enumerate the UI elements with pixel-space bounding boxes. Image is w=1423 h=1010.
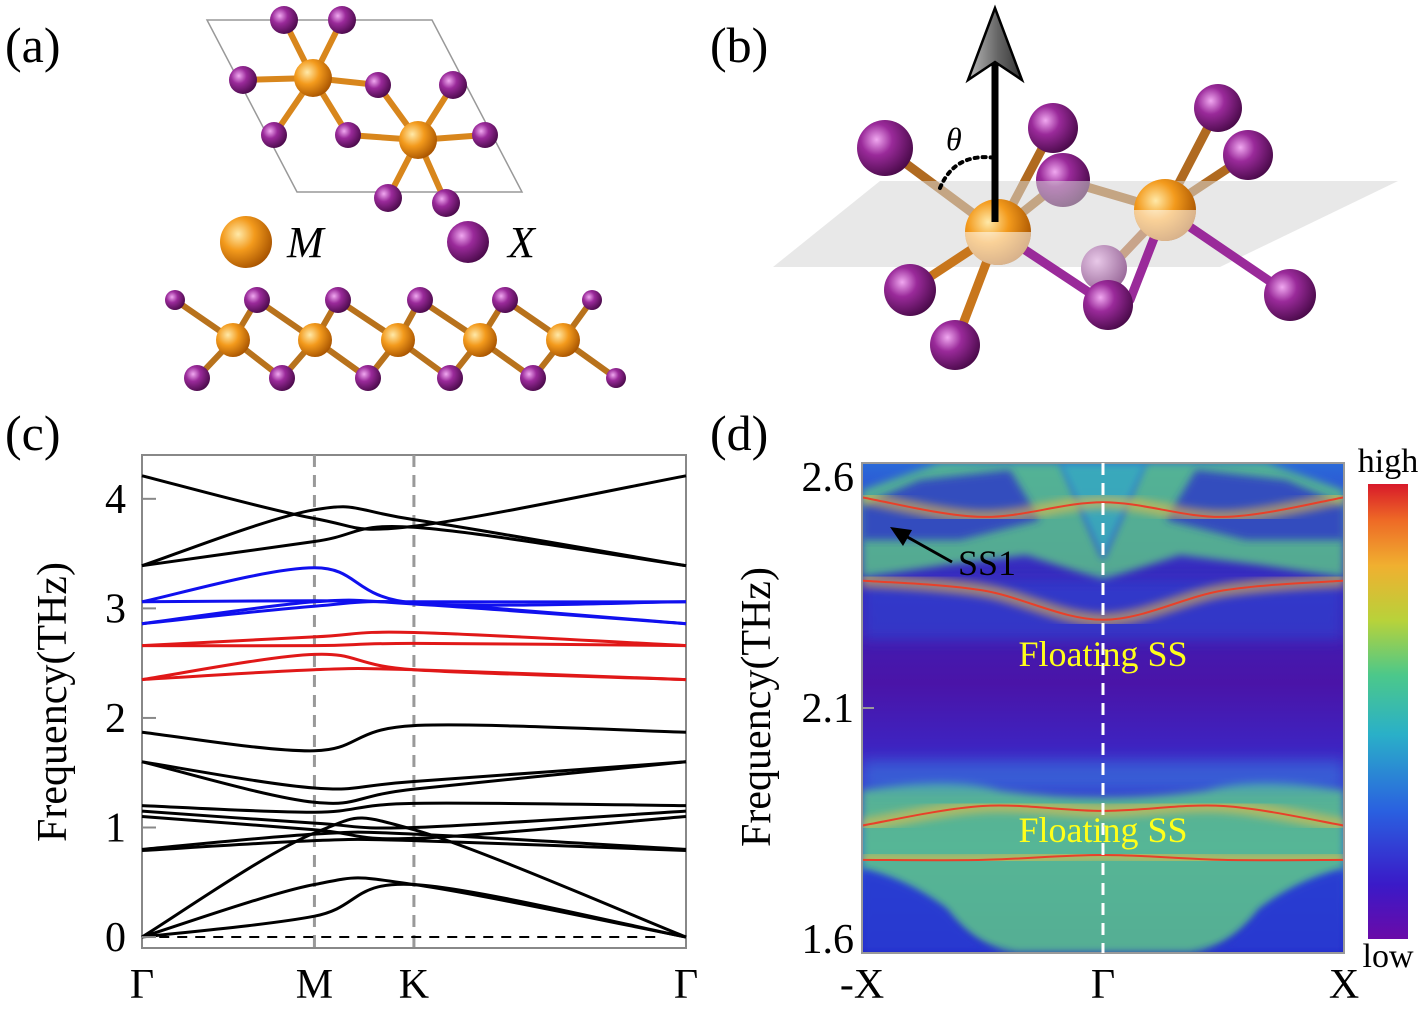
metal-atoms-top: [294, 59, 437, 159]
y-axis-label-d: Frequency(THz): [734, 567, 780, 847]
metal-legend-label: M: [286, 218, 326, 267]
y-tick-marks-d: [862, 462, 874, 954]
surface-state-1: [862, 579, 1344, 621]
band-black-2: [141, 525, 687, 568]
y-tick-label-1: 1: [105, 805, 126, 851]
band-black-14: [141, 801, 687, 814]
y-tick-labels-d: 1.6 2.1 2.6: [802, 455, 855, 963]
colorbar-low-label: low: [1363, 938, 1414, 975]
band-black-16: [141, 815, 687, 841]
band-red-7: [141, 630, 687, 648]
panel-b: (b): [710, 4, 1398, 370]
band-black-11: [141, 723, 687, 753]
high-symmetry-lines: [312, 455, 416, 948]
panel-a-label: (a): [5, 17, 61, 73]
halogen-atoms-side: [165, 287, 626, 391]
x-tick-label-0: Γ: [130, 962, 154, 1008]
crystal-side-view: [165, 287, 626, 391]
y-tick-label-3: 3: [105, 586, 126, 632]
panel-c-label: (c): [5, 405, 61, 461]
y-tick-label-0: 0: [105, 915, 126, 961]
x-tick-label-1: M: [296, 962, 333, 1008]
angle-arc: [938, 155, 998, 190]
halogen-legend-icon: [447, 221, 489, 263]
y-tick-label-2: 2: [105, 696, 126, 742]
y-axis-label-c: Frequency(THz): [30, 562, 76, 842]
ss1-annotation: SS1: [890, 527, 1016, 583]
y-tick-labels: 0 1 2 3 4: [105, 477, 126, 961]
panel-d-label: (d): [710, 405, 768, 461]
metal-legend-icon: [220, 216, 272, 268]
ss1-label: SS1: [958, 543, 1016, 583]
unit-cell-outline: [205, 19, 524, 193]
halogen-legend-label: X: [506, 218, 537, 267]
halogen-atoms-lower: [884, 264, 1316, 370]
band-blue-6: [141, 600, 687, 626]
y-tick-label-d-0: 1.6: [802, 917, 855, 963]
y-tick-label-d-1: 2.1: [802, 686, 855, 732]
halogen-atoms-upper: [857, 84, 1273, 207]
panel-c: (c) 0 1 2 3 4 Γ M K Γ Frequency(THz): [5, 405, 698, 1008]
atom-legend: M X: [220, 216, 537, 268]
halogen-atom-behind-plane: [1081, 245, 1127, 291]
x-tick-label-d-1: Γ: [1091, 962, 1115, 1008]
metal-atoms-side: [216, 323, 580, 357]
band-black-18: [141, 837, 687, 852]
colorbar-high-label: high: [1358, 443, 1418, 480]
y-tick-label-d-2: 2.6: [802, 455, 855, 501]
phonon-bands: [141, 474, 687, 939]
moment-arrow: [965, 4, 1025, 222]
band-black-17: [141, 830, 687, 851]
band-blue-3: [141, 566, 687, 607]
reference-plane: [773, 181, 1398, 267]
band-black-12: [141, 760, 687, 791]
x-tick-label-d-0: -X: [840, 962, 884, 1008]
x-tick-labels-d: -X Γ X: [840, 962, 1359, 1008]
y-tick-marks: [142, 497, 156, 939]
band-black-19: [141, 816, 687, 939]
x-tick-label-3: Γ: [674, 962, 698, 1008]
panel-b-label: (b): [710, 17, 768, 73]
band-black-15: [141, 809, 687, 830]
band-black-13: [141, 760, 687, 805]
band-red-8: [141, 641, 687, 648]
band-black-1: [141, 505, 687, 568]
angle-label: θ: [946, 121, 962, 157]
surface-state-0: [862, 496, 1344, 518]
floating-ss-label-lower: Floating SS: [1018, 810, 1187, 850]
band-black-21: [141, 882, 687, 939]
crystal-top-view: [205, 6, 524, 217]
x-tick-label-d-2: X: [1329, 962, 1359, 1008]
metal-atoms-b: [965, 179, 1196, 265]
panel-d: (d) 1.6 2.1 2.6 -X Γ X Frequency(THz) SS1: [710, 405, 1418, 1008]
panel-a: (a) M: [5, 6, 626, 391]
band-black-20: [141, 876, 687, 939]
x-tick-label-2: K: [399, 962, 429, 1008]
floating-ss-label-upper: Floating SS: [1018, 634, 1187, 674]
band-red-10: [141, 667, 687, 682]
halogen-atoms-top: [229, 6, 498, 217]
y-tick-label-4: 4: [105, 477, 126, 523]
colorbar: [1368, 484, 1408, 939]
